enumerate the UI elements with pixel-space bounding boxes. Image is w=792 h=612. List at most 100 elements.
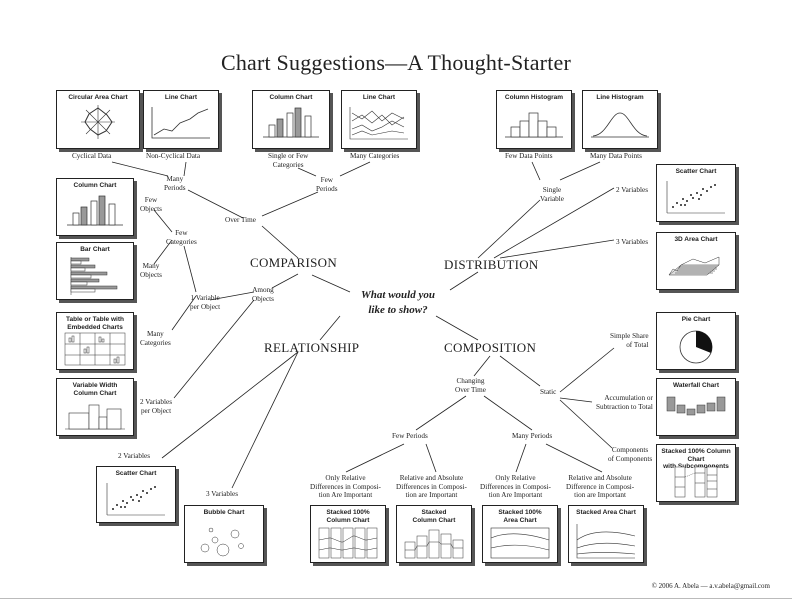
- footer-credit: © 2006 A. Abela — a.v.abela@gmail.com: [651, 582, 770, 590]
- stacked-100-area-title: Stacked 100%Area Chart: [498, 509, 542, 524]
- scatter-chart-title-1: Scatter Chart: [675, 168, 717, 175]
- column-chart-title-2: Column Chart: [73, 182, 117, 189]
- line-chart-title-2: Line Chart: [362, 94, 396, 101]
- bubble-chart-box: Bubble Chart: [184, 505, 264, 563]
- line-chart-box-2: Line Chart: [341, 90, 417, 149]
- circular-area-chart-title: Circular Area Chart: [68, 94, 128, 101]
- label-few-periods-composition: Few Periods: [392, 432, 428, 440]
- bar-chart-icon: [70, 257, 118, 295]
- label-many-periods-composition: Many Periods: [512, 432, 553, 440]
- label-three-variables-distribution: 3 Variables: [616, 238, 649, 246]
- label-many-categories-top: Many Categories: [350, 152, 400, 160]
- column-histogram-box: Column Histogram: [496, 90, 572, 149]
- label-non-cyclical-data: Non-Cyclical Data: [146, 152, 201, 160]
- variable-width-column-icon: [65, 404, 125, 430]
- scatter-icon: [666, 181, 725, 214]
- area-3d-chart-box: 3D Area Chart: [656, 232, 736, 290]
- radar-chart-icon: [81, 105, 115, 139]
- label-two-variables-relationship: 2 Variables: [118, 452, 151, 460]
- category-composition: COMPOSITION: [444, 340, 537, 355]
- stacked-100-area-box: Stacked 100%Area Chart: [482, 505, 558, 563]
- line-chart-title-1: Line Chart: [164, 94, 198, 101]
- category-distribution: DISTRIBUTION: [444, 257, 539, 272]
- stacked-100-column-title: Stacked 100%Column Chart: [326, 509, 370, 524]
- bell-curve-icon: [591, 112, 649, 138]
- line-histogram-title: Line Histogram: [596, 94, 644, 101]
- label-few-data-points: Few Data Points: [505, 152, 553, 160]
- stacked-100-column-icon: [318, 527, 378, 559]
- line-chart-icon: [151, 107, 210, 139]
- stacked-100-column-box: Stacked 100%Column Chart: [310, 505, 386, 563]
- category-comparison: COMPARISON: [250, 255, 338, 270]
- column-chart-icon-2: [67, 195, 123, 226]
- bubble-icon: [200, 527, 244, 557]
- scatter-chart-box-1: Scatter Chart: [656, 164, 736, 222]
- bar-chart-title: Bar Chart: [80, 246, 110, 253]
- page-title: Chart Suggestions—A Thought-Starter: [220, 50, 572, 75]
- bar-chart-box: Bar Chart: [56, 242, 134, 300]
- label-static: Static: [540, 388, 557, 396]
- bubble-chart-title: Bubble Chart: [203, 509, 245, 516]
- column-chart-box-2: Column Chart: [56, 178, 134, 236]
- label-two-variables-distribution: 2 Variables: [616, 186, 649, 194]
- area-3d-chart-title: 3D Area Chart: [674, 236, 718, 243]
- pie-chart-title: Pie Chart: [681, 316, 711, 323]
- stacked-column-icon: [404, 529, 464, 559]
- waterfall-chart-title: Waterfall Chart: [673, 382, 719, 389]
- stacked-area-title: Stacked Area Chart: [576, 509, 636, 516]
- table-icon: [64, 332, 126, 366]
- category-relationship: RELATIONSHIP: [264, 340, 360, 355]
- waterfall-chart-box: Waterfall Chart: [656, 378, 736, 436]
- scatter-icon-2: [106, 483, 165, 516]
- stacked-100-area-icon: [490, 527, 550, 559]
- line-chart-box-1: Line Chart: [143, 90, 219, 149]
- label-cyclical-data: Cyclical Data: [72, 152, 112, 160]
- waterfall-icon: [666, 396, 726, 416]
- stacked-area-box: Stacked Area Chart: [568, 505, 644, 563]
- histogram-icon: [505, 112, 563, 138]
- pie-chart-box: Pie Chart: [656, 312, 736, 370]
- column-histogram-title: Column Histogram: [504, 94, 564, 101]
- column-chart-icon: [263, 107, 319, 138]
- label-many-data-points: Many Data Points: [590, 152, 642, 160]
- scatter-chart-title-2: Scatter Chart: [115, 470, 157, 477]
- pie-icon: [679, 330, 713, 364]
- line-histogram-box: Line Histogram: [582, 90, 658, 149]
- scatter-chart-box-2: Scatter Chart: [96, 466, 176, 523]
- footer-divider: [0, 598, 792, 599]
- area-3d-icon: [668, 256, 720, 276]
- circular-area-chart-box: Circular Area Chart: [56, 90, 140, 149]
- column-chart-title-1: Column Chart: [269, 94, 313, 101]
- stacked-area-icon: [576, 524, 636, 559]
- stacked-subcomponents-icon: [674, 466, 718, 498]
- column-chart-box-1: Column Chart: [252, 90, 330, 149]
- label-three-variables-relationship: 3 Variables: [206, 490, 239, 498]
